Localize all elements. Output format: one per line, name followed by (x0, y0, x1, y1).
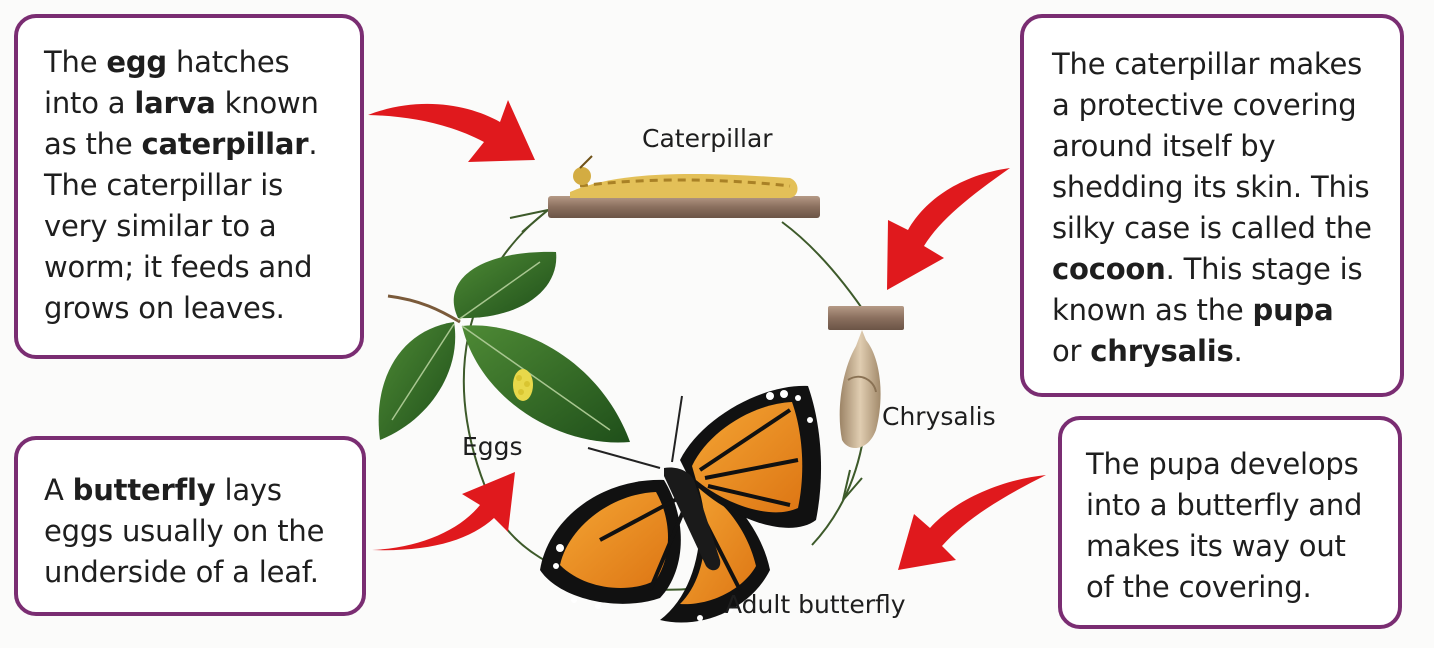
text-line: eggs usually on the (44, 514, 325, 548)
text-line: A butterfly lays (44, 473, 282, 507)
text-line: a protective covering (1052, 88, 1357, 122)
label-caterpillar: Caterpillar (642, 124, 773, 153)
text-line: silky case is called the (1052, 211, 1372, 245)
text-line: known as the pupa (1052, 293, 1334, 327)
butterfly-lays-eggs-text-box: A butterfly lays eggs usually on the und… (14, 436, 366, 616)
caterpillar-twig (548, 155, 820, 218)
egg-hatches-text-box: The egg hatches into a larva known as th… (14, 14, 364, 359)
cocoon-text-box: The caterpillar makes a protective cover… (1020, 14, 1404, 397)
text-line: into a larva known (44, 86, 319, 120)
text-line: or chrysalis. (1052, 334, 1243, 368)
text-line: around itself by (1052, 129, 1276, 163)
label-adult-butterfly: Adult butterfly (725, 590, 906, 619)
arrow-to-eggs (372, 472, 515, 551)
text-line: makes its way out (1086, 529, 1346, 563)
leaf-with-eggs (378, 251, 630, 443)
text-line: The caterpillar makes (1052, 47, 1363, 81)
text-line: into a butterfly and (1086, 488, 1363, 522)
text-line: cocoon. This stage is (1052, 252, 1363, 286)
text-line: of the covering. (1086, 570, 1312, 604)
text-line: The caterpillar is (44, 168, 284, 202)
arrow-to-butterfly (898, 475, 1046, 570)
chrysalis (828, 306, 904, 449)
text-line: The egg hatches (44, 45, 290, 79)
label-eggs: Eggs (462, 432, 523, 461)
text-line: underside of a leaf. (44, 555, 319, 589)
text-line: worm; it feeds and (44, 250, 313, 284)
pupa-develops-text-box: The pupa develops into a butterfly and m… (1058, 416, 1402, 629)
label-chrysalis: Chrysalis (882, 402, 996, 431)
arrow-to-chrysalis (887, 168, 1010, 290)
adult-butterfly (540, 385, 822, 623)
text-line: The pupa develops (1086, 447, 1359, 481)
arrow-to-caterpillar (368, 100, 535, 162)
text-line: shedding its skin. This (1052, 170, 1370, 204)
text-line: very similar to a (44, 209, 277, 243)
text-line: as the caterpillar. (44, 127, 318, 161)
text-line: grows on leaves. (44, 291, 285, 325)
